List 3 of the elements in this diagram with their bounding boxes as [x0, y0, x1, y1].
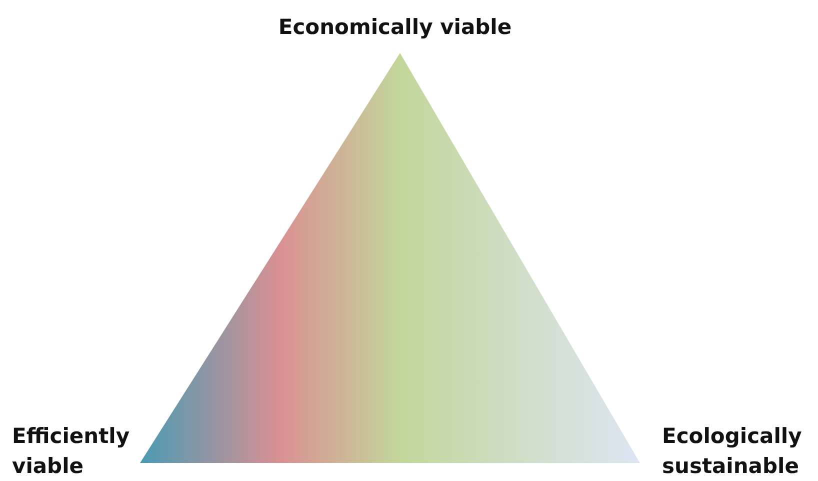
vertex-label: Economically viable [277, 14, 513, 41]
vertex-label: Ecologically sustainable [662, 423, 803, 480]
vertex-label: Efficiently viable [12, 423, 131, 480]
